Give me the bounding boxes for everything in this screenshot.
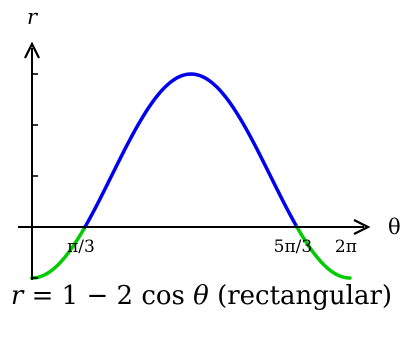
x-tick-label-3: 2π [335, 237, 357, 257]
curve-segment-1 [30, 225, 87, 280]
caption-var-r: r [10, 281, 24, 311]
chart-caption: r = 1 − 2 cos θ (rectangular) [0, 281, 403, 311]
curve-segment-2 [83, 72, 299, 229]
caption-var-theta: θ [193, 281, 209, 311]
curve-segment-3 [295, 225, 352, 280]
caption-mid: = 1 − 2 cos [23, 281, 194, 311]
y-axis-title: r [27, 5, 39, 29]
x-tick-label-1: π/3 [67, 237, 95, 257]
curve-group [30, 72, 352, 280]
tick-group [32, 73, 38, 279]
chart-plot: π/3 5π/3 2π θ r [18, 5, 401, 280]
caption-end: (rectangular) [208, 281, 393, 311]
x-tick-label-2: 5π/3 [274, 237, 313, 257]
label-group: π/3 5π/3 2π θ r [27, 5, 401, 257]
x-axis-title: θ [388, 215, 401, 239]
axes-group [18, 41, 371, 280]
y-axis-arrow [24, 41, 40, 59]
x-axis-arrow [353, 219, 371, 235]
